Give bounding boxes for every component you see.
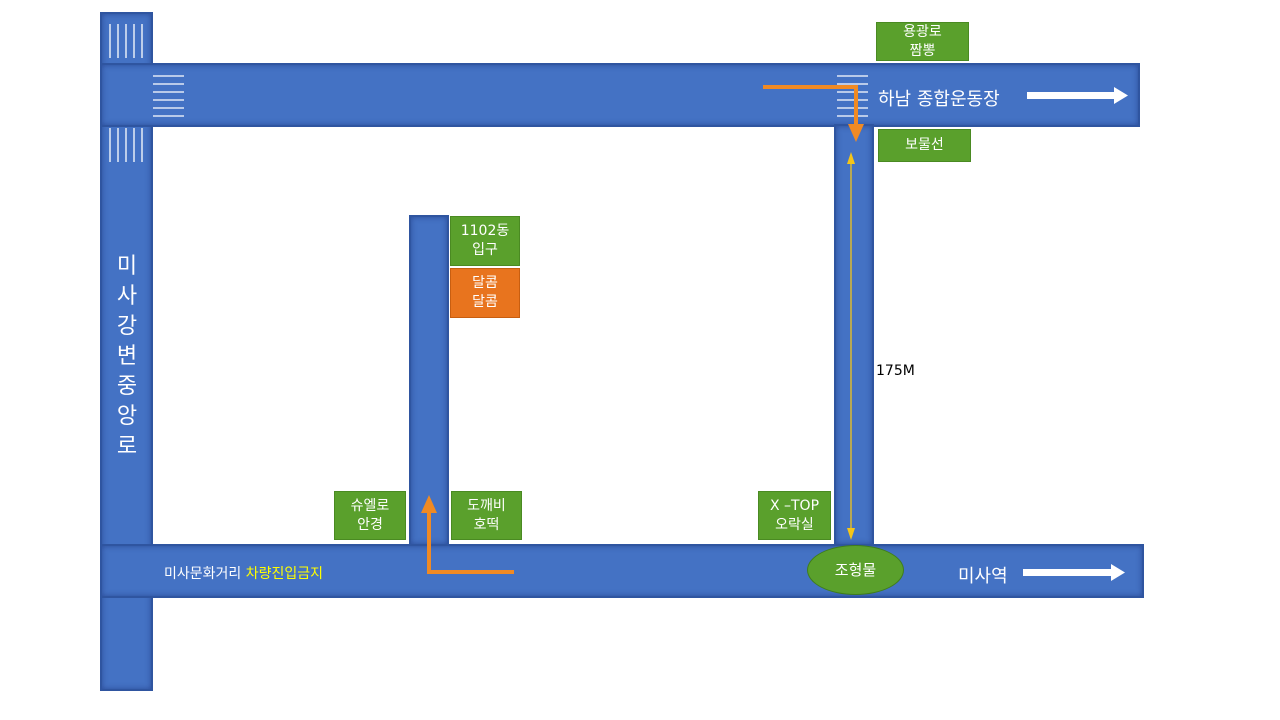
no-vehicle-warning: 차량진입금지 <box>245 566 324 582</box>
place-bomulseon: 보물선 <box>878 129 971 162</box>
street-name: 미사문화거리 <box>164 566 242 582</box>
road-south-horizontal <box>100 544 1144 598</box>
place-shuel-glasses: 슈엘로 안경 <box>334 491 406 540</box>
crosswalk-north-left <box>153 75 184 117</box>
route-arrow-south-head <box>421 495 437 513</box>
west-road-label: 미사강변중앙로 <box>116 254 138 459</box>
route-arrow-north-head <box>848 124 864 142</box>
distance-label: 175M <box>876 363 915 379</box>
crosswalk-west-top <box>109 24 143 58</box>
road-middle-vertical <box>409 215 449 546</box>
arrow-to-stadium <box>1027 87 1128 104</box>
stadium-label: 하남 종합운동장 <box>878 89 1000 110</box>
arrow-to-misa-station <box>1023 564 1125 581</box>
south-road-street-label: 미사문화거리 차량진입금지 <box>164 563 323 583</box>
road-north-horizontal <box>100 63 1140 127</box>
misa-station-label: 미사역 <box>958 566 1008 587</box>
place-1102-entrance: 1102동 입구 <box>450 216 520 266</box>
place-dalkom: 달콤 달콤 <box>450 268 520 318</box>
place-dokkaebi-hotteok: 도깨비 호떡 <box>451 491 522 540</box>
distance-line <box>847 152 855 540</box>
place-xtop-arcade: X –TOP 오락실 <box>758 491 831 540</box>
crosswalk-north-right <box>837 75 868 117</box>
crosswalk-west-bottom <box>109 128 143 162</box>
sculpture-landmark: 조형물 <box>807 545 904 595</box>
place-yonggwangro: 용광로 짬뽕 <box>876 22 969 61</box>
route-arrow-north <box>763 85 858 126</box>
route-arrow-south <box>427 512 514 574</box>
road-east-vertical <box>834 124 874 546</box>
